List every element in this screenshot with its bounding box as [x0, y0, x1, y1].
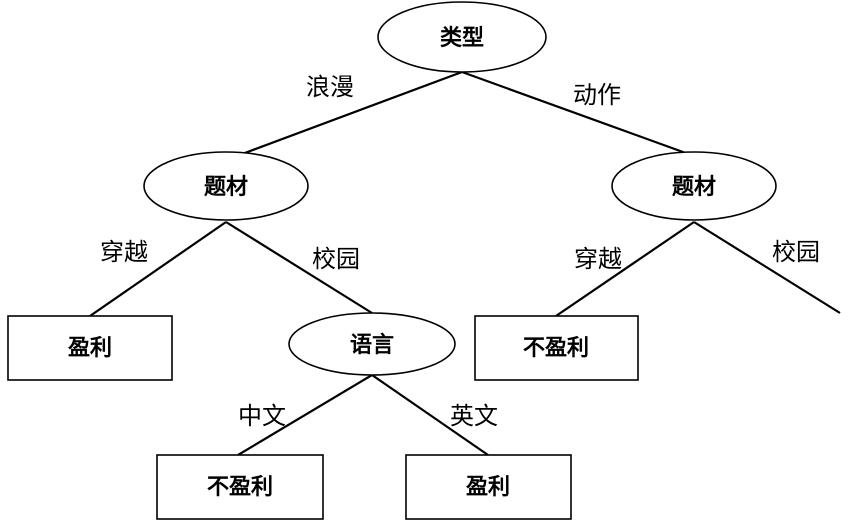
- language-ellipse: [288, 312, 456, 376]
- leaf-profit-english-label: 盈利: [465, 475, 510, 500]
- edge-right-to-noprofit: [555, 221, 695, 317]
- edge-label-campus-left: 校园: [312, 245, 360, 273]
- leaf-noprofit-chinese-label: 不盈利: [207, 475, 273, 500]
- edge-label-time-travel-left: 穿越: [100, 238, 148, 266]
- edge-label-time-travel-right: 穿越: [574, 245, 622, 273]
- leaf-profit-english-box: [405, 454, 572, 520]
- language-node: 语言: [288, 312, 456, 376]
- language-label: 语言: [350, 332, 394, 358]
- edge-language-to-profit: [371, 374, 489, 456]
- leaf-profit-left: 盈利: [7, 315, 173, 381]
- leaf-profit-left-label: 盈利: [67, 336, 112, 361]
- edge-label-english: 英文: [450, 402, 498, 430]
- left-topic-ellipse: [143, 151, 309, 221]
- leaf-noprofit-right: 不盈利: [474, 315, 639, 381]
- root-node: 类型: [377, 1, 547, 73]
- leaf-profit-left-box: [7, 315, 173, 381]
- edge-label-romance: 浪漫: [306, 73, 354, 101]
- edge-root-to-left: [225, 70, 463, 162]
- leaf-noprofit-right-label: 不盈利: [523, 336, 589, 361]
- edge-right-campus-open: [693, 221, 841, 314]
- right-topic-label: 题材: [672, 175, 716, 200]
- edge-label-chinese: 中文: [238, 402, 286, 430]
- leaf-noprofit-right-box: [474, 315, 639, 381]
- edge-left-to-profit: [89, 221, 227, 317]
- leaf-noprofit-chinese: 不盈利: [156, 454, 324, 520]
- edge-label-campus-right: 校园: [772, 238, 820, 266]
- edge-root-to-right: [461, 70, 695, 158]
- root-ellipse: [377, 1, 547, 73]
- right-topic-ellipse: [611, 151, 777, 221]
- edge-label-action: 动作: [573, 81, 621, 109]
- leaf-noprofit-chinese-box: [156, 454, 324, 520]
- edge-left-to-language: [225, 221, 373, 314]
- right-topic-node: 题材: [611, 151, 777, 221]
- left-topic-label: 题材: [204, 175, 248, 200]
- edge-language-to-noprofit: [237, 374, 373, 456]
- root-label: 类型: [440, 26, 484, 51]
- left-topic-node: 题材: [143, 151, 309, 221]
- leaf-profit-english: 盈利: [405, 454, 572, 520]
